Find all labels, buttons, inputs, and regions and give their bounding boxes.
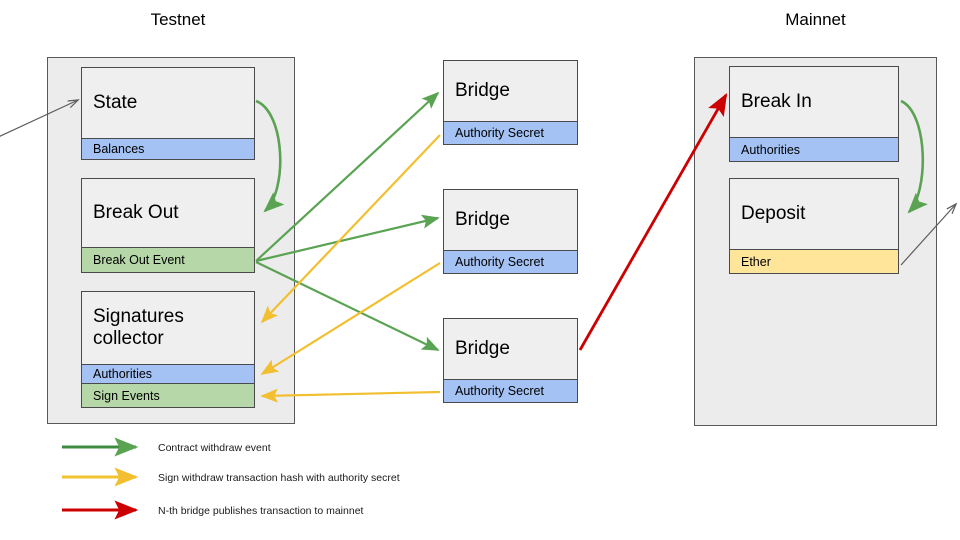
card-break-out-title: Break Out (81, 178, 255, 248)
card-state-band-balances: Balances (81, 139, 255, 160)
card-state[interactable]: State Balances (81, 67, 255, 160)
card-bridge-3-title: Bridge (443, 318, 578, 380)
card-break-in[interactable]: Break In Authorities (729, 66, 899, 162)
card-bridge-2-title: Bridge (443, 189, 578, 251)
card-bridge-1[interactable]: Bridge Authority Secret (443, 60, 578, 145)
mainnet-title: Mainnet (785, 10, 846, 29)
card-bridge-3[interactable]: Bridge Authority Secret (443, 318, 578, 403)
card-deposit[interactable]: Deposit Ether (729, 178, 899, 274)
legend-label-contract-withdraw-event: Contract withdraw event (158, 442, 271, 454)
card-break-in-title: Break In (729, 66, 899, 138)
legend-label-sign-withdraw-tx-hash: Sign withdraw transaction hash with auth… (158, 472, 400, 484)
testnet-title: Testnet (150, 10, 206, 29)
card-signatures-collector-band-authorities: Authorities (81, 365, 255, 384)
legend-label-nth-bridge-publishes: N-th bridge publishes transaction to mai… (158, 505, 364, 517)
card-signatures-collector[interactable]: Signatures collector Authorities Sign Ev… (81, 291, 255, 408)
card-state-title: State (81, 67, 255, 139)
card-bridge-1-band-authority-secret: Authority Secret (443, 122, 578, 145)
card-bridge-1-title: Bridge (443, 60, 578, 122)
card-break-out[interactable]: Break Out Break Out Event (81, 178, 255, 273)
card-break-in-band-authorities: Authorities (729, 138, 899, 162)
card-signatures-collector-band-sign-events: Sign Events (81, 384, 255, 408)
card-bridge-2-band-authority-secret: Authority Secret (443, 251, 578, 274)
card-deposit-title: Deposit (729, 178, 899, 250)
card-deposit-band-ether: Ether (729, 250, 899, 274)
card-bridge-3-band-authority-secret: Authority Secret (443, 380, 578, 403)
card-bridge-2[interactable]: Bridge Authority Secret (443, 189, 578, 274)
card-signatures-collector-title: Signatures collector (81, 291, 255, 365)
card-break-out-band-event: Break Out Event (81, 248, 255, 273)
